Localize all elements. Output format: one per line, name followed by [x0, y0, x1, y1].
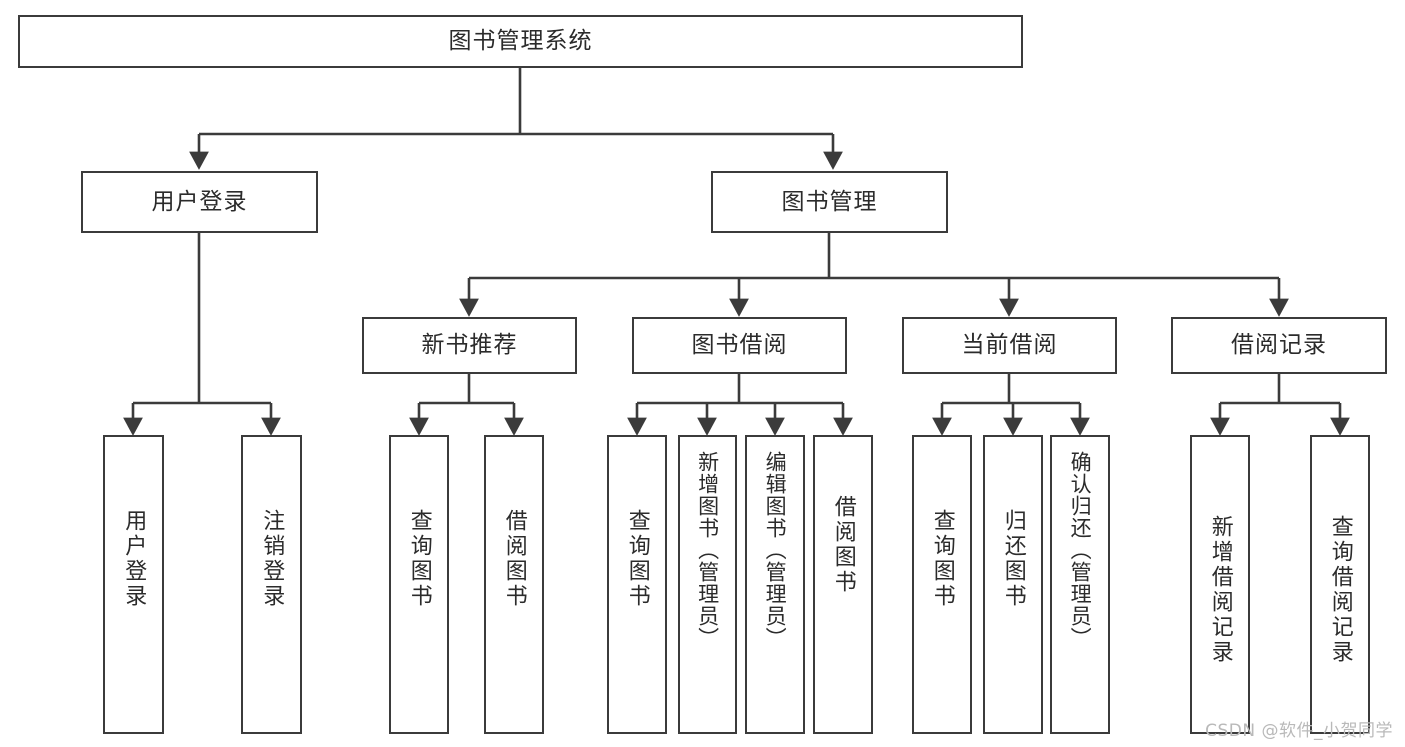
node-new-book-recommend-label: 新书推荐 — [421, 332, 518, 359]
leaf-query-book-recommend-label: 查询图书 — [406, 509, 432, 609]
leaf-edit-book-admin[interactable]: 编辑图书（管理员） — [745, 435, 805, 734]
node-borrow-record-label: 借阅记录 — [1231, 332, 1327, 359]
leaf-query-book-borrow-label: 查询图书 — [624, 509, 650, 609]
leaf-query-borrow-record-label: 查询借阅记录 — [1327, 515, 1353, 665]
leaf-query-book-borrow[interactable]: 查询图书 — [607, 435, 667, 734]
node-root-label: 图书管理系统 — [448, 28, 593, 55]
node-user-login[interactable]: 用户登录 — [81, 171, 318, 233]
leaf-logout-label: 注销登录 — [259, 509, 285, 609]
leaf-add-book-admin-label: 新增图书（管理员） — [695, 451, 720, 649]
leaf-logout[interactable]: 注销登录 — [241, 435, 302, 734]
leaf-add-borrow-record-label: 新增借阅记录 — [1207, 515, 1233, 665]
leaf-confirm-return-admin-label: 确认归还（管理员） — [1068, 451, 1093, 649]
leaf-borrow-book-borrow[interactable]: 借阅图书 — [813, 435, 873, 734]
leaf-user-login-label: 用户登录 — [121, 509, 147, 609]
node-current-borrow[interactable]: 当前借阅 — [902, 317, 1117, 374]
leaf-confirm-return-admin[interactable]: 确认归还（管理员） — [1050, 435, 1110, 734]
leaf-query-book-recommend[interactable]: 查询图书 — [389, 435, 449, 734]
node-book-manage-label: 图书管理 — [781, 188, 878, 215]
node-book-manage[interactable]: 图书管理 — [711, 171, 948, 233]
leaf-query-book-current-label: 查询图书 — [929, 509, 955, 609]
node-root[interactable]: 图书管理系统 — [18, 15, 1023, 68]
node-borrow-record[interactable]: 借阅记录 — [1171, 317, 1387, 374]
node-user-login-label: 用户登录 — [151, 188, 248, 215]
leaf-query-borrow-record[interactable]: 查询借阅记录 — [1310, 435, 1370, 734]
leaf-borrow-book-recommend[interactable]: 借阅图书 — [484, 435, 544, 734]
leaf-borrow-book-recommend-label: 借阅图书 — [501, 509, 527, 609]
leaf-user-login[interactable]: 用户登录 — [103, 435, 164, 734]
watermark: CSDN @软件_小贺同学 — [1205, 721, 1393, 741]
node-current-borrow-label: 当前借阅 — [961, 332, 1058, 359]
leaf-borrow-book-borrow-label: 借阅图书 — [830, 495, 856, 595]
leaf-query-book-current[interactable]: 查询图书 — [912, 435, 972, 734]
leaf-return-book[interactable]: 归还图书 — [983, 435, 1043, 734]
leaf-return-book-label: 归还图书 — [1000, 509, 1026, 609]
node-book-borrow[interactable]: 图书借阅 — [632, 317, 847, 374]
leaf-add-borrow-record[interactable]: 新增借阅记录 — [1190, 435, 1250, 734]
node-new-book-recommend[interactable]: 新书推荐 — [362, 317, 577, 374]
node-book-borrow-label: 图书借阅 — [691, 332, 788, 359]
leaf-add-book-admin[interactable]: 新增图书（管理员） — [678, 435, 737, 734]
leaf-edit-book-admin-label: 编辑图书（管理员） — [763, 451, 788, 649]
